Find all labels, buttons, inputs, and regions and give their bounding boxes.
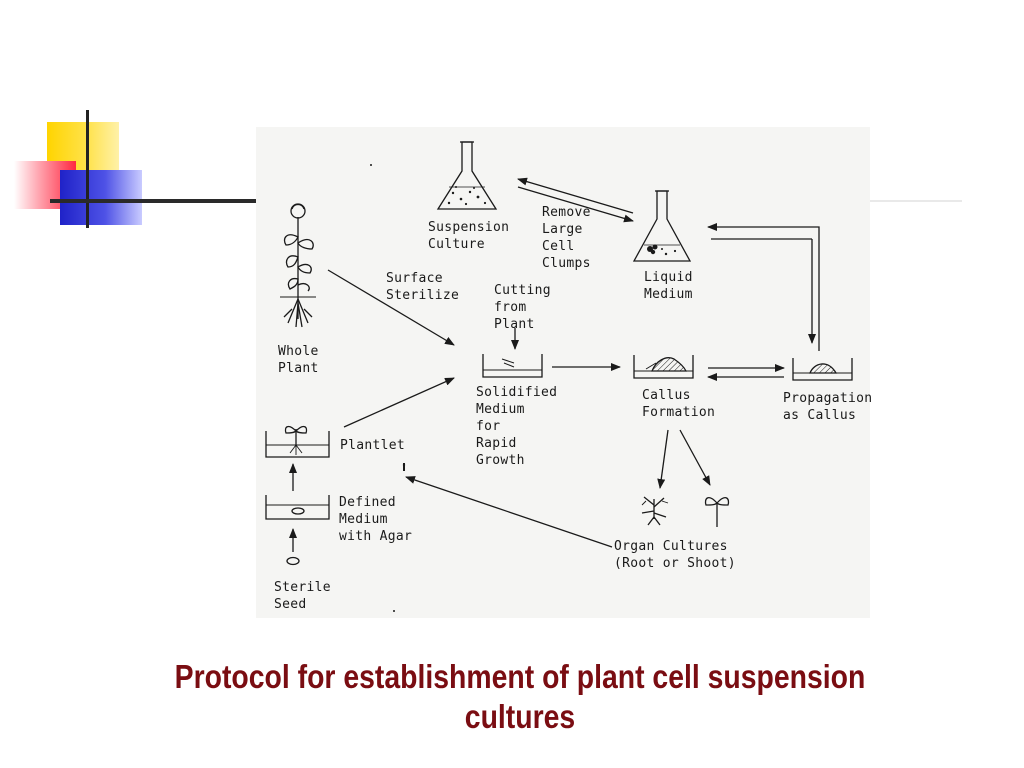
- decor-blue-square: [60, 170, 142, 225]
- diagram-drawing: [265, 141, 853, 612]
- liquid-medium-flask-icon: [632, 190, 692, 262]
- arrows: [289, 177, 819, 552]
- label-surface-sterilize: Surface Sterilize: [386, 271, 460, 303]
- solidified-medium-dish-icon: [482, 354, 543, 378]
- label-suspension-culture: Suspension Culture: [428, 220, 510, 252]
- decor-right-line: [866, 200, 962, 202]
- label-plantlet: Plantlet: [340, 438, 406, 453]
- label-defined-medium: Defined Medium with Agar: [339, 495, 413, 544]
- label-solidified-medium: Solidified Medium for Rapid Growth: [476, 385, 558, 468]
- defined-medium-dish-icon: [265, 495, 330, 520]
- protocol-diagram: Suspension Culture Remove Large Cell Clu…: [256, 127, 873, 618]
- shoot-culture-icon: [704, 497, 730, 527]
- label-callus-formation: Callus Formation: [642, 388, 716, 420]
- label-cutting-from-plant: Cutting from Plant: [494, 283, 551, 332]
- root-culture-icon: [641, 496, 669, 526]
- whole-plant-icon: [280, 203, 316, 328]
- label-propagation-as-callus: Propagation as Callus: [783, 391, 873, 423]
- label-organ-cultures: Organ Cultures (Root or Shoot): [614, 539, 736, 571]
- callus-dish-icon: [633, 355, 694, 379]
- label-sterile-seed: Sterile Seed: [274, 580, 331, 612]
- slide-caption: Protocol for establishment of plant cell…: [174, 658, 866, 735]
- label-liquid-medium: Liquid Medium: [644, 270, 693, 302]
- decor-vertical-line: [86, 110, 89, 228]
- sterile-seed-icon: [286, 556, 300, 566]
- propagation-dish-icon: [792, 358, 853, 381]
- label-remove-clumps: Remove Large Cell Clumps: [542, 205, 591, 271]
- label-whole-plant: Whole Plant: [278, 344, 319, 376]
- suspension-flask-icon: [436, 141, 498, 210]
- plantlet-dish-icon: [265, 425, 330, 458]
- decor-horizontal-line: [50, 199, 256, 203]
